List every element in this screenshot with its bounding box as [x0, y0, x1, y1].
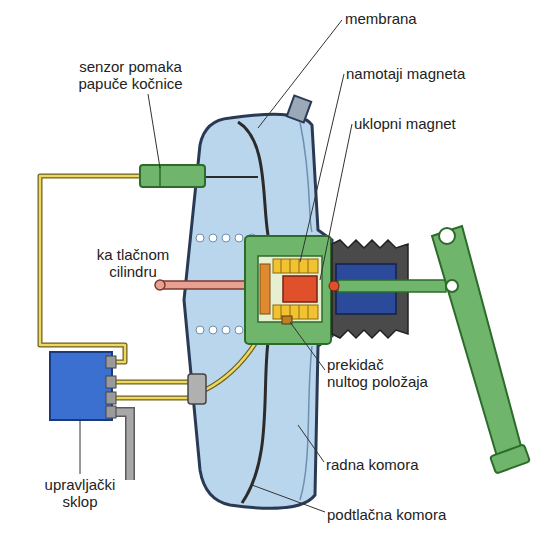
leader-line	[258, 20, 342, 128]
leader-line	[148, 94, 160, 168]
sensor-detail	[159, 165, 161, 187]
sensor-rod	[205, 176, 258, 178]
leader-line	[298, 425, 324, 462]
hole	[222, 234, 230, 242]
winding	[299, 305, 300, 319]
hole	[209, 326, 217, 334]
vacuum-port	[287, 96, 311, 123]
winding	[281, 259, 282, 273]
rod-pin	[446, 280, 458, 292]
leader-line	[300, 74, 344, 262]
hole	[196, 326, 204, 334]
winding	[299, 259, 300, 273]
winding	[281, 305, 282, 319]
brake-pedal	[432, 226, 522, 460]
connector-pin	[106, 356, 116, 368]
winding	[308, 305, 309, 319]
part-label: radna komora	[326, 456, 476, 473]
hole	[209, 234, 217, 242]
part-label: membrana	[345, 10, 475, 27]
magnet-housing	[258, 256, 322, 322]
wire	[112, 381, 192, 384]
magnet-coil	[273, 259, 318, 273]
leader-line	[290, 322, 325, 370]
connector-pin	[106, 376, 116, 388]
part-label: podtlačna komora	[327, 506, 487, 523]
connector-pin	[106, 406, 116, 418]
part-label: prekidač nultog položaja	[327, 356, 445, 390]
part-label: upravljački sklop	[30, 476, 130, 510]
part-label: namotaji magneta	[346, 65, 496, 82]
connector-pin	[106, 392, 116, 404]
booster-housing	[184, 114, 332, 508]
solenoid-armature	[283, 276, 317, 302]
hole	[222, 326, 230, 334]
wire	[112, 397, 192, 400]
leader-line	[252, 485, 325, 512]
wire-grommet	[188, 374, 206, 404]
leader-lines	[80, 20, 352, 512]
control-unit	[50, 352, 112, 420]
part-label: uklopni magnet	[354, 115, 504, 132]
part-label: ka tlačnom cilindru	[88, 246, 178, 280]
pedal-pad	[490, 444, 530, 473]
hole	[235, 234, 243, 242]
rod-ball	[329, 281, 339, 291]
cable	[112, 412, 130, 480]
hole	[235, 326, 243, 334]
cable	[112, 412, 130, 480]
valve-body	[245, 236, 331, 344]
hole	[196, 234, 204, 242]
reaction-disc	[260, 264, 270, 314]
leader-line	[80, 420, 81, 474]
push-rod-end	[155, 280, 165, 290]
magnet-coil	[273, 305, 318, 319]
winding	[308, 259, 309, 273]
pedal-pivot	[439, 228, 455, 244]
wire	[112, 380, 192, 385]
wire	[112, 396, 192, 401]
input-rod	[338, 280, 446, 292]
part-label: senzor pomaka papuče kočnice	[68, 58, 193, 92]
travel-sensor	[140, 165, 205, 187]
winding	[290, 259, 291, 273]
leader-line	[320, 124, 352, 280]
